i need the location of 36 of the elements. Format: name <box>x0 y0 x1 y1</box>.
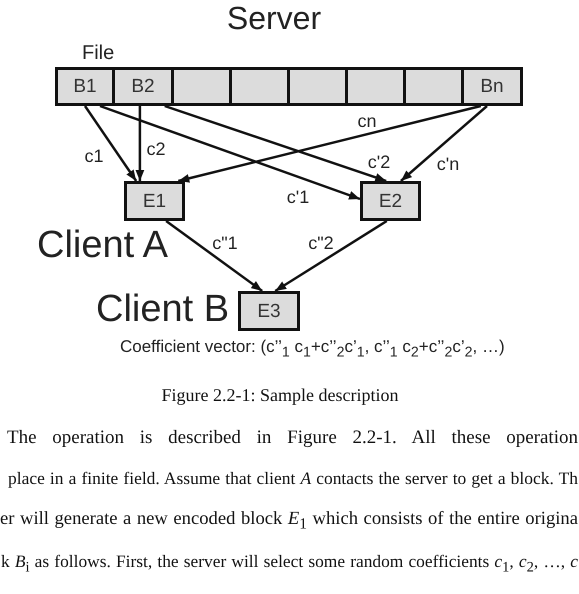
arrow <box>400 105 488 182</box>
paragraph-line: The operation is described in Figure 2.2-1. All these operation <box>7 427 578 449</box>
encoded-block: E1 <box>124 181 185 221</box>
arrow <box>164 104 387 182</box>
client-label: Client A <box>37 226 168 264</box>
arrow <box>165 220 263 292</box>
file-block <box>171 67 232 106</box>
file-block <box>229 67 290 106</box>
edge-label: c'n <box>436 155 460 173</box>
edge-label: c"1 <box>212 234 238 252</box>
paragraph-line: place in a finite field. Assume that client A contacts the server to get a block. Th <box>8 467 578 489</box>
paragraph-line: k B$_{i}$ as follows. First, the server will select some random coefficients c$_{1}$, c$_{2}$, …, c <box>1 550 578 578</box>
client-label: Client B <box>96 290 230 328</box>
paragraph-line: er will generate a new encoded block E$_{1}$ which consists of the entire origina <box>0 508 578 535</box>
file-block <box>287 67 348 106</box>
arrow <box>100 104 360 200</box>
arrow <box>178 104 482 183</box>
formula-text: Coefficient vector: (c’’$_{1}$ c$_{1}$+c’’$_{2}$c’$_{1}$, c’’$_{1}$ c$_{2}$+c’’$_{2}$c’$_{2}$, …) <box>120 338 505 360</box>
arrow <box>136 106 144 181</box>
server-heading: Server <box>226 2 322 34</box>
file-block: B2 <box>112 67 174 106</box>
encoded-block: E2 <box>360 181 421 221</box>
edge-label: c'2 <box>368 153 390 171</box>
edge-label: c2 <box>146 140 166 158</box>
file-block <box>403 67 464 106</box>
file-block: Bn <box>461 67 523 106</box>
file-block <box>345 67 406 106</box>
arrow <box>84 105 138 182</box>
edge-label: c'1 <box>286 188 310 206</box>
figure-caption: Figure 2.2-1: Sample description <box>162 386 398 404</box>
file-block: B1 <box>55 67 115 106</box>
edge-label: c1 <box>84 147 104 165</box>
arrow <box>274 220 388 292</box>
edge-label: c"2 <box>308 234 334 252</box>
encoded-block: E3 <box>238 291 300 331</box>
file-label: File <box>82 43 114 63</box>
